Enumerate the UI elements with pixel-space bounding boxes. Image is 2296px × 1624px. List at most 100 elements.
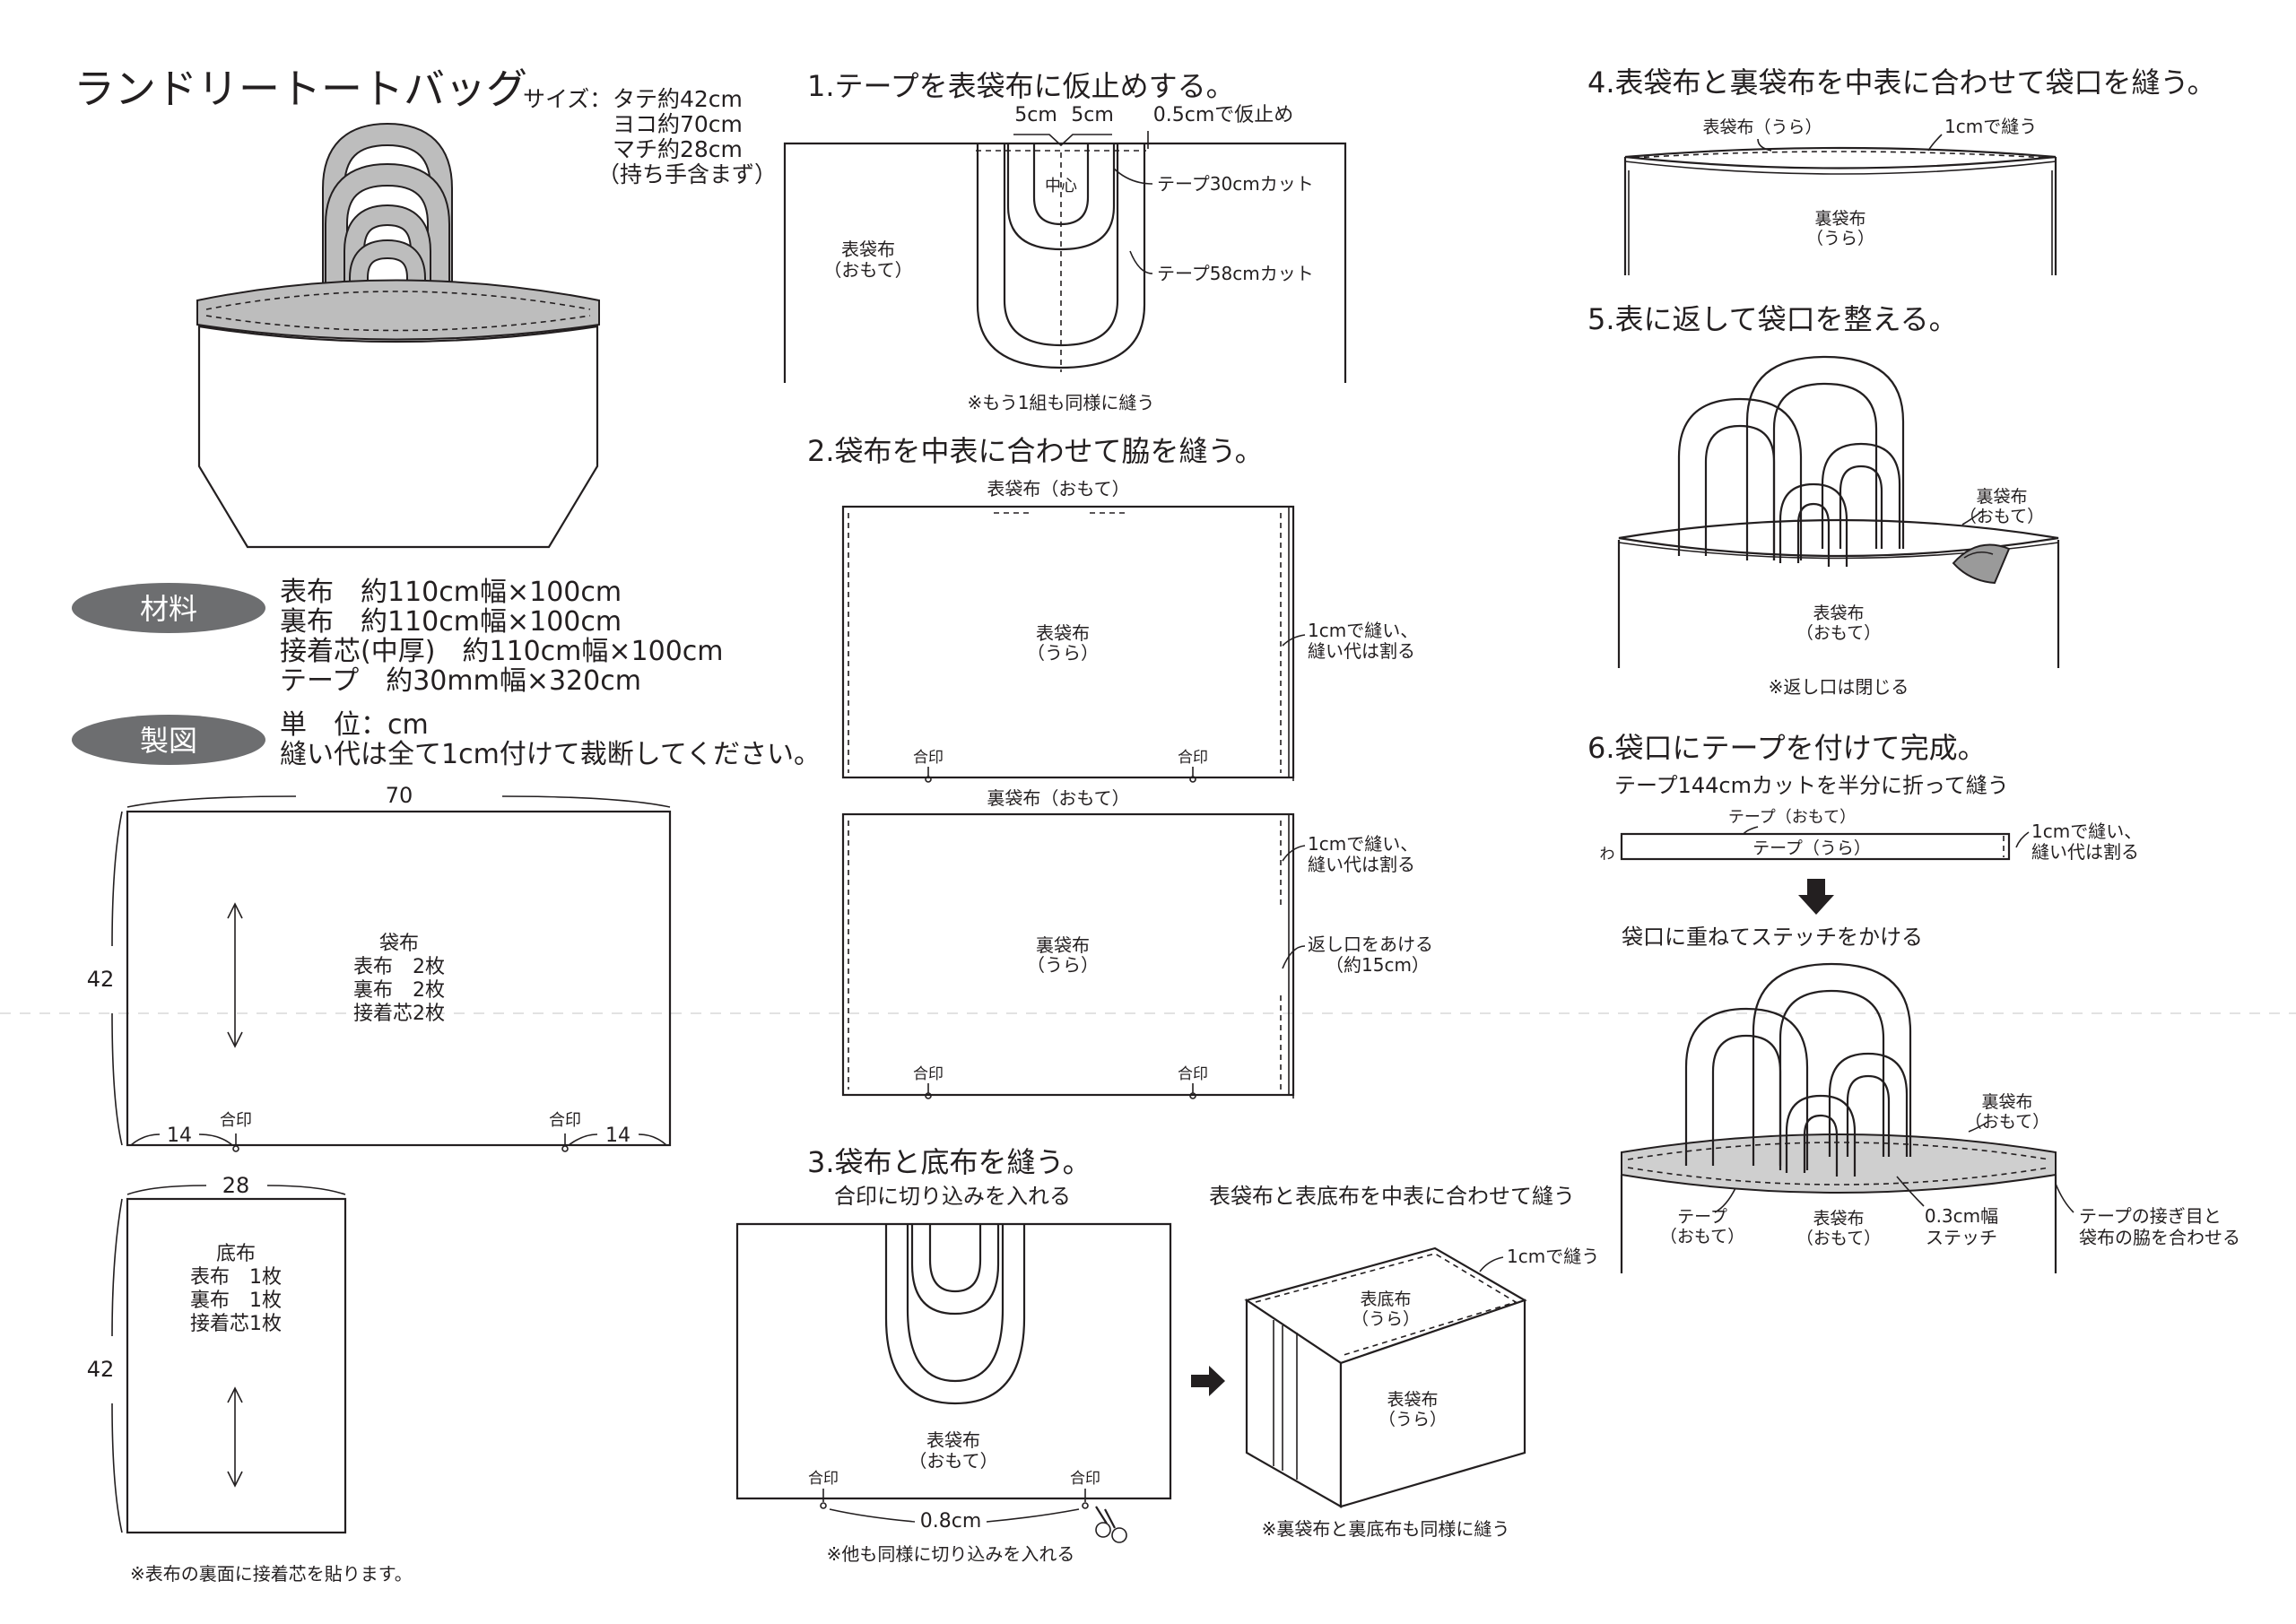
- step5-diagram: 裏袋布 （おもて） 表袋布 （おもて）: [1617, 355, 2060, 668]
- step6-sub: テープ144cmカットを半分に折って縫う: [1614, 773, 2009, 798]
- scissors-icon: [1095, 1506, 1127, 1543]
- step6-outer: 表袋布: [1813, 1209, 1864, 1229]
- bag-right-dim: 14: [605, 1125, 631, 1147]
- page-title: ランドリートートバッグ: [74, 65, 527, 113]
- step2-lining-mark-right: 合印: [1178, 1065, 1208, 1083]
- drafting-badge: [72, 715, 265, 765]
- step3-bag-side: （うら）: [1378, 1410, 1447, 1429]
- step5-outer: 表袋布: [1813, 604, 1864, 623]
- step6-tape-top: テープ（おもて）: [1728, 808, 1856, 827]
- step1-fabric-side: （おもて）: [823, 259, 912, 281]
- step6-outer-side: （おもて）: [1796, 1229, 1881, 1248]
- step3-seam: 1cmで縫う: [1507, 1246, 1599, 1267]
- bag-width-dim: 70: [386, 783, 413, 808]
- step3-left-diagram: 表袋布 （おもて） 合印 合印 0.8cm: [735, 1222, 1172, 1543]
- step2-opening-b: （約15cm）: [1326, 954, 1430, 976]
- bag-mark-left: 合印: [220, 1111, 252, 1130]
- bag-piece-title: 袋布: [379, 933, 419, 955]
- step3-fabric: 表袋布: [926, 1429, 980, 1451]
- step2-title: 2.袋布を中表に合わせて脇を縫う。: [807, 434, 1264, 468]
- step3-sub: 合印に切り込みを入れる: [834, 1184, 1071, 1209]
- iron-icon: [1952, 543, 2011, 585]
- bag-left-dim: 14: [167, 1125, 192, 1147]
- step3-title: 3.袋布と底布を縫う。: [807, 1145, 1091, 1179]
- material-tape: テープ 約30mm幅×320cm: [280, 665, 641, 697]
- step1-fabric: 表袋布: [841, 239, 895, 260]
- step4-outer: 表袋布（うら）: [1702, 117, 1822, 137]
- step6-wa: わ: [1600, 846, 1615, 864]
- step1-diagram: 5cm 5cm 0.5cmで仮止め 中心 テープ30cmカット テープ58cmカ…: [783, 104, 1347, 383]
- bag-mark-right: 合印: [549, 1111, 581, 1130]
- material-interfacing: 接着芯(中厚) 約110cm幅×100cm: [280, 636, 724, 667]
- step2-lining-mark-left: 合印: [913, 1065, 944, 1083]
- step4-diagram: 表袋布（うら） 1cmで縫う 裏袋布 （うら）: [1623, 116, 2057, 275]
- step2-seam1-a: 1cmで縫い、: [1308, 620, 1418, 641]
- step3-bottom-side: （うら）: [1352, 1309, 1420, 1329]
- interfacing-note: ※表布の裏面に接着芯を貼ります。: [130, 1563, 413, 1585]
- step3-note: ※他も同様に切り込みを入れる: [827, 1543, 1075, 1565]
- step4-lining: 裏袋布: [1814, 209, 1866, 229]
- step3-fabric-side: （おもて）: [909, 1450, 997, 1472]
- step2-seam2-a: 1cmで縫い、: [1308, 833, 1418, 855]
- bottom-height-dim: 42: [87, 1357, 115, 1382]
- size-gusset: マチ約28cm: [613, 136, 743, 162]
- step3-bag: 表袋布: [1387, 1390, 1438, 1410]
- right-arrow-icon: [1191, 1366, 1225, 1396]
- drafting-badge-label: 製図: [140, 724, 197, 758]
- step2-outer-top: 表袋布（おもて）: [987, 478, 1129, 499]
- step2-opening-a: 返し口をあける: [1308, 934, 1433, 955]
- step2-outer-mark-left: 合印: [913, 749, 944, 767]
- step6-stitch-b: ステッチ: [1926, 1227, 1997, 1248]
- size-label: サイズ：: [523, 86, 612, 112]
- step3-right-title: 表袋布と表底布を中表に合わせて縫う: [1209, 1184, 1575, 1209]
- pattern-bottom-piece: 28 42 底布 表布 1枚 裏布 1枚 接着芯1枚: [87, 1173, 347, 1534]
- step2-outer-side: （うら）: [1027, 642, 1099, 664]
- step6-align-a: テープの接ぎ目と: [2079, 1205, 2222, 1227]
- materials-badge-label: 材料: [140, 592, 197, 626]
- step6-seam-b: 縫い代は割る: [2031, 841, 2139, 863]
- step6-seam-a: 1cmで縫い、: [2031, 821, 2142, 842]
- size-note: （持ち手含まず）: [597, 161, 777, 187]
- step5-lining: 裏袋布: [1976, 487, 2027, 507]
- step6-finished-diagram: 裏袋布 （おもて） テープ （おもて） 表袋布 （おもて） 0.3cm幅 ステッ…: [1620, 962, 2240, 1273]
- step1-title: 1.テープを表袋布に仮止めする。: [807, 69, 1235, 103]
- step5-outer-side: （おもて）: [1796, 623, 1881, 643]
- step3-box-diagram: 1cmで縫う 表底布 （うら） 表袋布 （うら）: [1244, 1246, 1599, 1508]
- step6-lining-side: （おもて）: [1965, 1112, 2049, 1132]
- material-outer: 表布 約110cm幅×100cm: [280, 577, 622, 608]
- material-lining: 裏布 約110cm幅×100cm: [280, 606, 622, 638]
- step2-lining-top: 裏袋布（おもて）: [987, 787, 1129, 809]
- step6-align-b: 袋布の脇を合わせる: [2079, 1227, 2240, 1248]
- step3-bottom: 表底布: [1360, 1290, 1411, 1309]
- bag-piece-interfacing: 接着芯2枚: [353, 1003, 445, 1025]
- step6-tape: テープ: [1677, 1207, 1727, 1227]
- step2-lining-label: 裏袋布: [1036, 934, 1090, 956]
- size-height: タテ約42cm: [613, 86, 743, 112]
- bottom-piece-lining: 裏布 1枚: [190, 1290, 282, 1312]
- drafting-unit: 単 位：cm: [280, 709, 429, 741]
- step1-dim-a: 5cm: [1014, 104, 1057, 126]
- bag-height-dim: 42: [87, 967, 115, 992]
- step2-seam1-b: 縫い代は割る: [1308, 640, 1415, 662]
- down-arrow-icon: [1798, 879, 1834, 915]
- step2-outer-diagram: 表袋布（おもて） 表袋布 （うら） 1cmで縫い、 縫い代は割る 合印 合印: [841, 478, 1418, 783]
- step1-dim-b: 5cm: [1071, 104, 1114, 126]
- finished-bag-illustration: [196, 122, 600, 549]
- bag-piece-lining: 裏布 2枚: [353, 979, 445, 1002]
- bottom-width-dim: 28: [222, 1173, 250, 1198]
- step3-notch: 0.8cm: [920, 1510, 982, 1533]
- bag-piece-outer: 表布 2枚: [353, 956, 445, 978]
- step5-lining-side: （おもて）: [1960, 507, 2044, 526]
- drafting-seam-allowance: 縫い代は全て1cm付けて裁断してください。: [280, 739, 821, 770]
- size-width: ヨコ約70cm: [613, 111, 743, 137]
- step3-mark-right: 合印: [1070, 1470, 1100, 1488]
- step1-center: 中心: [1045, 177, 1077, 195]
- step2-seam2-b: 縫い代は割る: [1308, 854, 1415, 875]
- step5-title: 5.表に返して袋口を整える。: [1587, 302, 1958, 336]
- step6-lining: 裏袋布: [1981, 1092, 2032, 1112]
- step6-tape-inner: テープ（うら）: [1752, 838, 1871, 858]
- step2-lining-side: （うら）: [1027, 954, 1099, 976]
- step6-tape-side: （おもて）: [1660, 1227, 1744, 1246]
- step4-lining-side: （うら）: [1806, 229, 1874, 248]
